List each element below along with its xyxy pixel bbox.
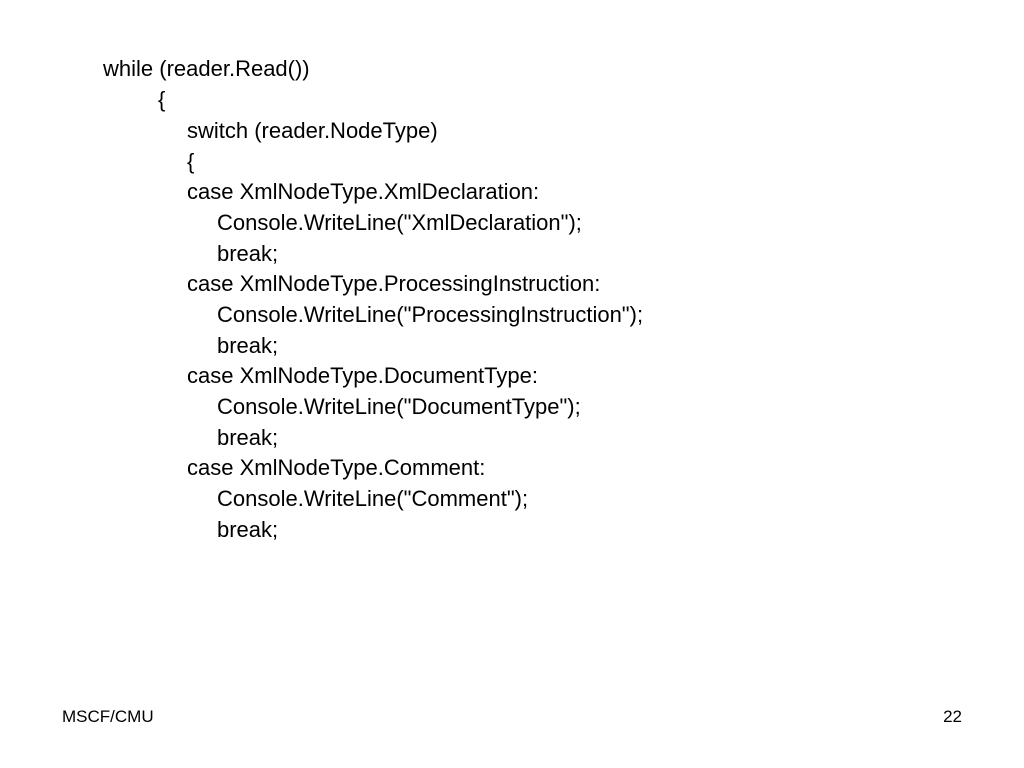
code-line-case-processinginstruction: case XmlNodeType.ProcessingInstruction: xyxy=(187,271,601,296)
code-line-case-documenttype: case XmlNodeType.DocumentType: xyxy=(187,363,538,388)
code-line-writeline-xmldeclaration: Console.WriteLine("XmlDeclaration"); xyxy=(217,210,582,235)
code-line-writeline-documenttype: Console.WriteLine("DocumentType"); xyxy=(217,394,581,419)
code-line-switch: switch (reader.NodeType) xyxy=(187,118,438,143)
code-line-break-1: break; xyxy=(217,241,279,266)
code-line-open-brace-outer: { xyxy=(158,87,166,112)
code-line-break-4: break; xyxy=(217,517,279,542)
code-line-break-2: break; xyxy=(217,333,279,358)
code-line-case-comment: case XmlNodeType.Comment: xyxy=(187,455,486,480)
code-line-break-3: break; xyxy=(217,425,279,450)
code-line-writeline-comment: Console.WriteLine("Comment"); xyxy=(217,486,529,511)
code-line-open-brace-inner: { xyxy=(187,149,195,174)
footer-label: MSCF/CMU xyxy=(62,707,154,726)
code-line-writeline-processinginstruction: Console.WriteLine("ProcessingInstruction… xyxy=(217,302,644,327)
code-line-while: while (reader.Read()) xyxy=(103,56,310,81)
page-number: 22 xyxy=(943,707,962,726)
code-line-case-xmldeclaration: case XmlNodeType.XmlDeclaration: xyxy=(187,179,540,204)
